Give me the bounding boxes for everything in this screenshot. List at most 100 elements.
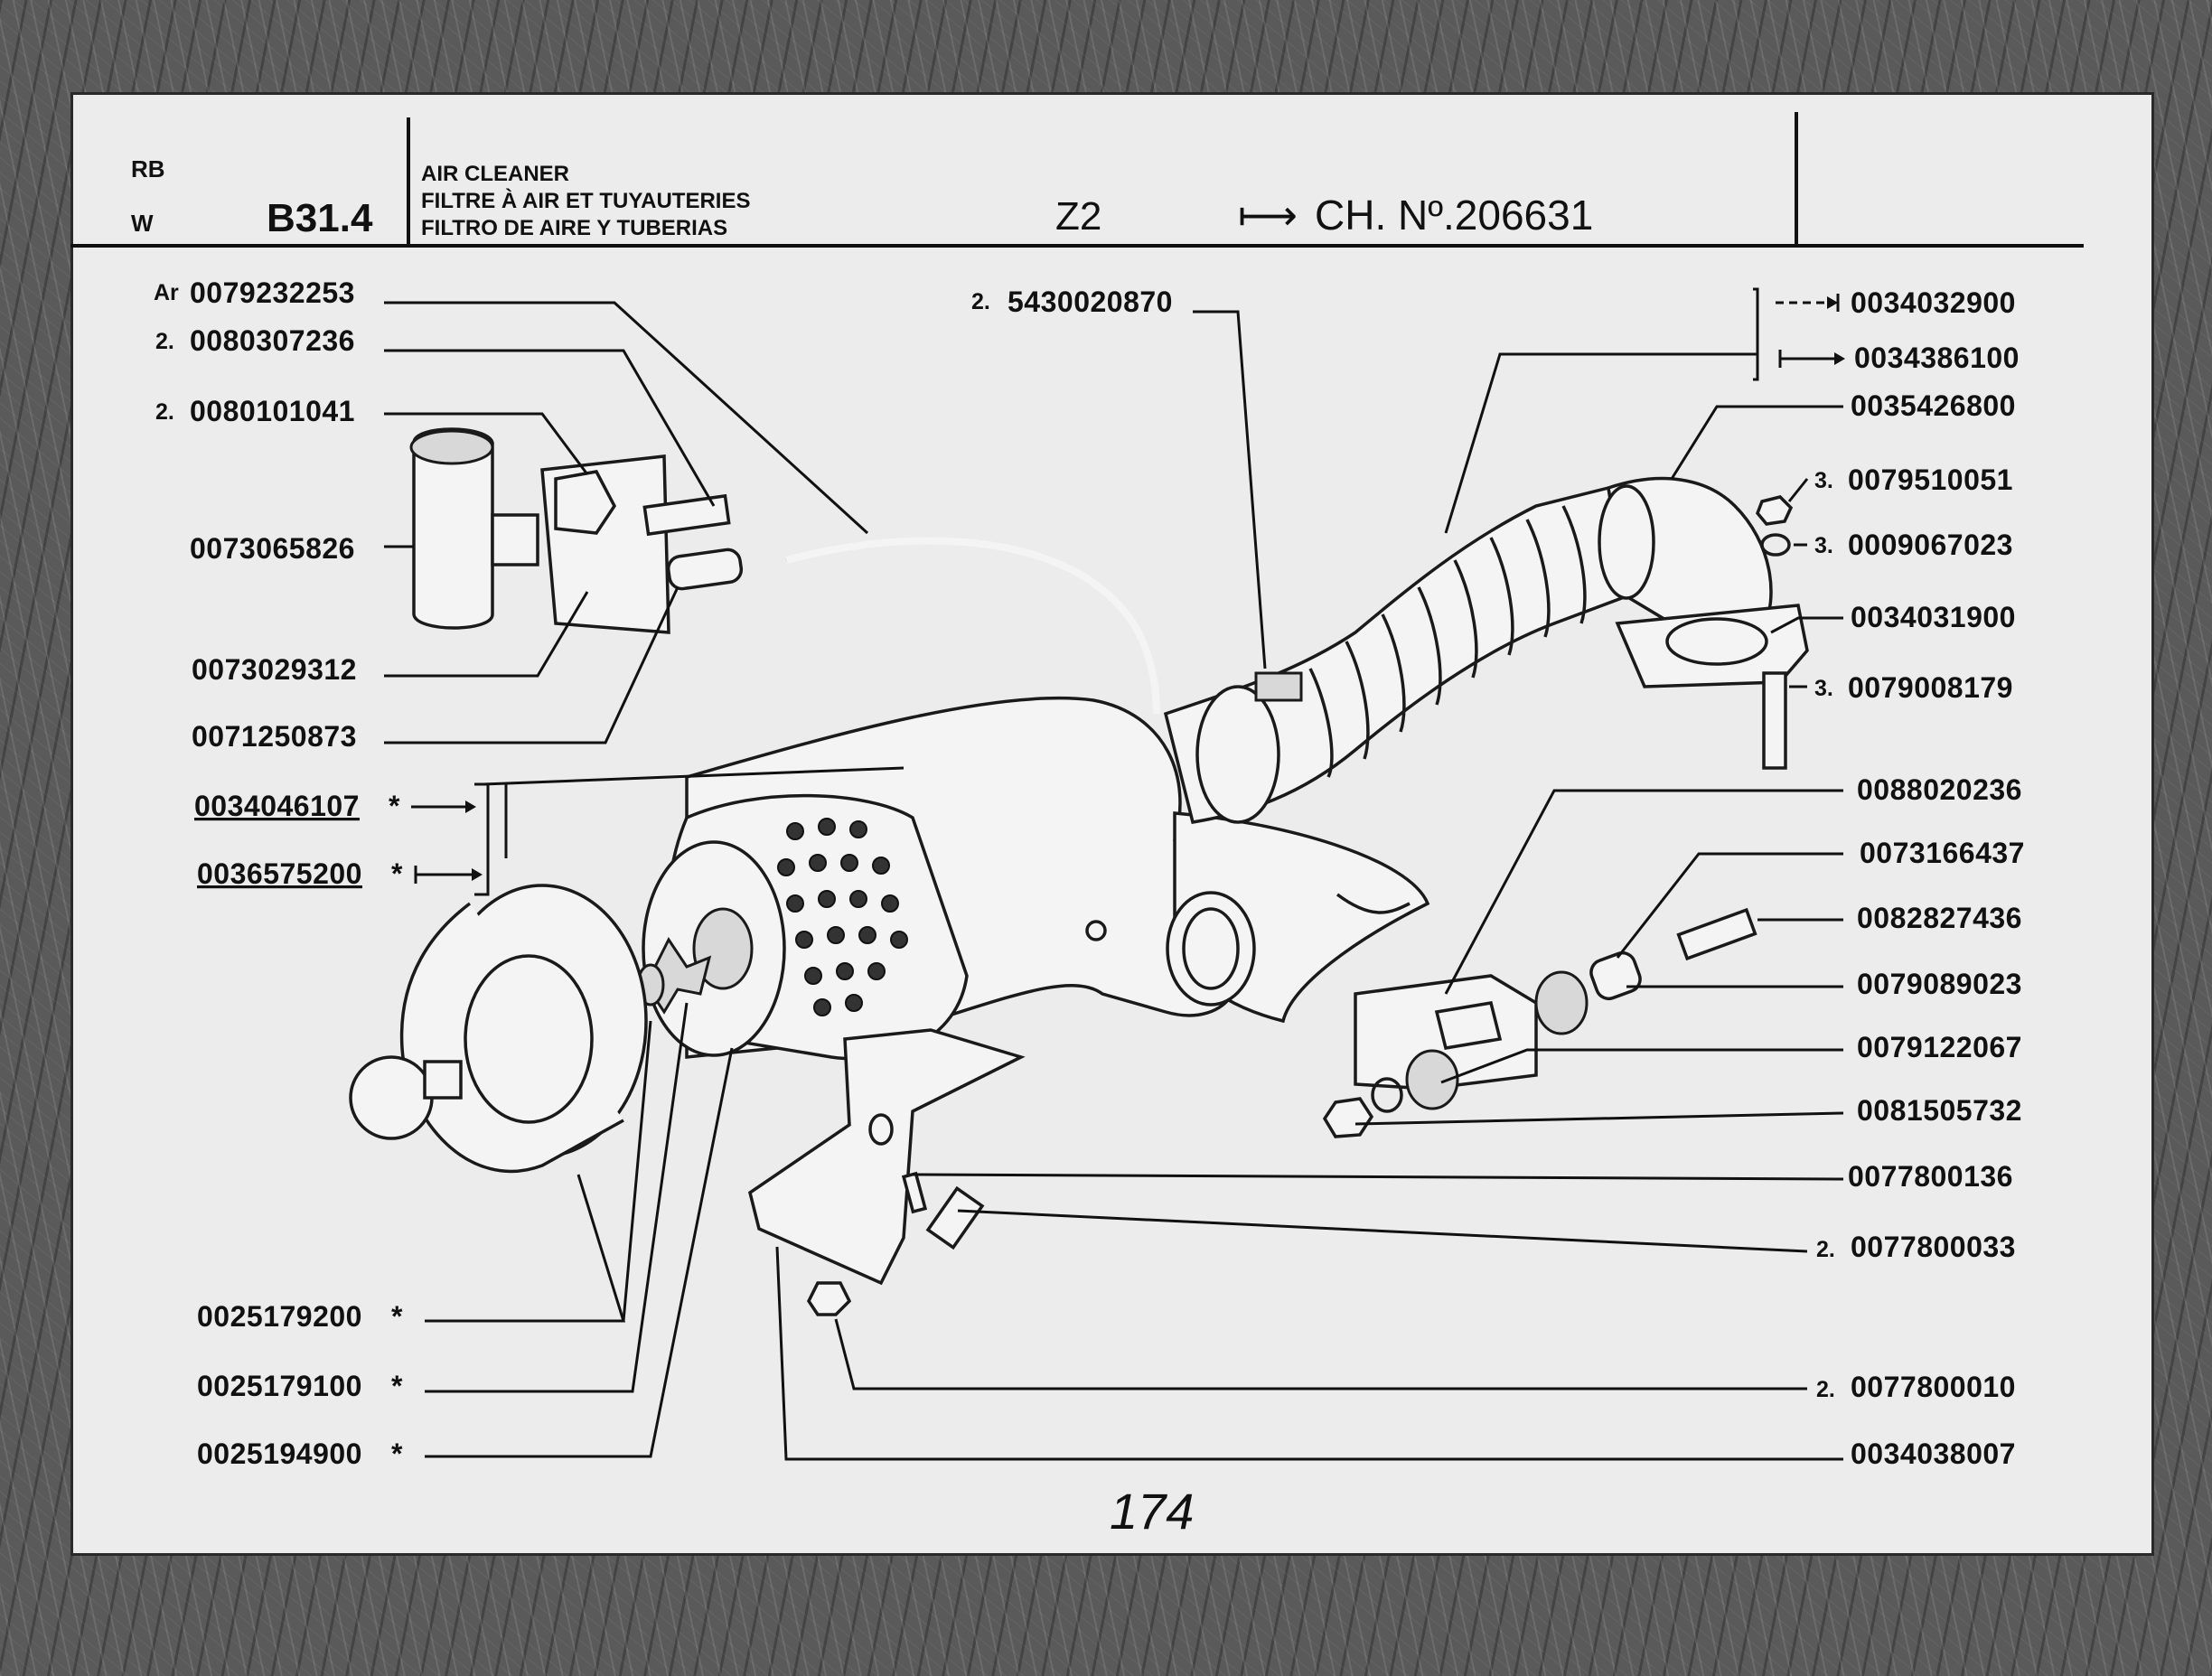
part-number: 0034046107 (194, 790, 360, 822)
part-number: 0081505732 (1857, 1094, 2022, 1127)
part-number: 0079232253 (190, 276, 355, 309)
part-number: 0088020236 (1857, 773, 2022, 806)
side-rubber-mount-2 (1534, 970, 1589, 1035)
part-qty: 2. (1816, 1237, 1835, 1262)
part-suffix: * (391, 1370, 403, 1402)
part-number: 0079122067 (1857, 1031, 2022, 1063)
housing-hole (1085, 920, 1107, 941)
part-number: 0080101041 (190, 395, 355, 427)
part-suffix: * (391, 1437, 403, 1470)
oil-bath-bowl-inner (464, 954, 594, 1124)
part-number: 0071250873 (192, 720, 357, 753)
part-number: 0034386100 (1854, 342, 2020, 374)
part-number: 0035426800 (1851, 389, 2016, 422)
side-bracket-slot (1434, 1001, 1503, 1050)
section-code: B31.4 (267, 196, 373, 240)
part-number: 5430020870 (1008, 286, 1173, 318)
side-washer (1371, 1077, 1403, 1113)
side-bolt (1676, 907, 1757, 961)
part-number: 0079089023 (1857, 968, 2022, 1000)
part-qty: 2. (1816, 1377, 1835, 1402)
restriction-indicator (412, 427, 494, 630)
hose-corrugations (1308, 505, 1587, 778)
cylinder-center-hub (692, 907, 754, 990)
right-variant-arrows (1776, 294, 1845, 368)
part-qty: 2. (155, 399, 174, 425)
elbow-flange-bore (1665, 617, 1768, 666)
part-qty: 2. (155, 329, 174, 354)
part-suffix: * (391, 857, 403, 890)
part-labels-right: 0034032900 0034386100 0035426800 3. 0079… (1814, 286, 2025, 1470)
part-suffix: * (389, 790, 400, 822)
part-number: 0025194900 (197, 1437, 362, 1470)
title-spanish: FILTRO DE AIRE Y TUBERIAS (421, 216, 727, 240)
elbow-flange (1615, 604, 1809, 688)
part-suffix: * (391, 1300, 403, 1333)
drawing (349, 427, 1809, 1316)
title-french: FILTRE À AIR ET TUYAUTERIES (421, 188, 750, 213)
part-number: 0025179200 (197, 1300, 362, 1333)
part-number: 0025179100 (197, 1370, 362, 1402)
housing-hose-clamp (1195, 685, 1280, 824)
part-number: 0080307236 (190, 324, 355, 357)
clamp-screw (1254, 671, 1303, 702)
part-number: 0034038007 (1851, 1437, 2016, 1470)
outlet-spigot-bore (1182, 907, 1240, 990)
breather-tube (784, 537, 1160, 715)
indicator-cap (409, 429, 494, 465)
part-number: 0034031900 (1851, 601, 2016, 633)
part-number: 0077800136 (1848, 1160, 2013, 1193)
indicator-nozzle (491, 513, 539, 566)
part-number: 0009067023 (1848, 529, 2013, 561)
bowl-knob (349, 1055, 434, 1140)
mounting-bracket (748, 1028, 1026, 1286)
part-labels-top: 2. 5430020870 (971, 286, 1173, 318)
side-nut (1322, 1097, 1374, 1138)
header: RB W B31.4 AIR CLEANER FILTRE À AIR ET T… (70, 112, 2084, 248)
model-code: Z2 (1055, 194, 1101, 239)
leader-lines (384, 287, 1844, 1461)
indicator-bolt (642, 493, 731, 537)
bowl-knob-stem (423, 1060, 463, 1100)
part-number: 0034032900 (1851, 286, 2016, 319)
perforations (777, 818, 908, 1016)
part-qty: 3. (1814, 468, 1833, 493)
part-qty: 3. (1814, 533, 1833, 558)
side-rubber-mount (1405, 1049, 1459, 1110)
elbow-stud (1762, 671, 1787, 770)
part-labels-left: Ar 0079232253 2. 0080307236 2. 008010104… (154, 276, 403, 1470)
lang-code-rb: RB (131, 155, 165, 183)
page-number: 174 (1110, 1483, 1194, 1540)
part-qty: 2. (971, 289, 990, 314)
part-number: 0077800010 (1851, 1371, 2016, 1403)
part-number: 0036575200 (197, 857, 362, 890)
elbow-washer (1760, 533, 1791, 557)
part-qty: Ar (154, 280, 179, 305)
chassis-number: CH. Nº.206631 (1315, 192, 1593, 239)
housing-seam (1336, 893, 1411, 914)
title-english: AIR CLEANER (421, 162, 569, 186)
left-variant-arrows (411, 801, 483, 884)
indicator-spacer (666, 548, 744, 591)
from-arrow: ⟼ (1238, 192, 1298, 239)
lang-code-w: W (131, 210, 154, 237)
part-number: 0082827436 (1857, 902, 2022, 934)
bracket-nut (806, 1281, 852, 1316)
part-number: 0073065826 (190, 532, 355, 565)
part-number: 0073166437 (1860, 837, 2025, 869)
bracket-bolt (925, 1185, 985, 1250)
outlet-spigot (1166, 891, 1256, 1007)
bracket-hole (868, 1113, 894, 1146)
part-number: 0073029312 (192, 653, 357, 686)
part-qty: 3. (1814, 676, 1833, 701)
indicator-flange (554, 470, 617, 535)
breather-tube-outline (785, 538, 1158, 715)
part-number: 0077800033 (1851, 1231, 2016, 1263)
side-spacer (1589, 950, 1642, 1001)
elbow-nut (1755, 495, 1794, 526)
elbow-clamp (1598, 484, 1655, 600)
part-number: 0079008179 (1848, 671, 2013, 704)
part-number: 0079510051 (1848, 463, 2013, 496)
bracket-stud (901, 1171, 928, 1214)
